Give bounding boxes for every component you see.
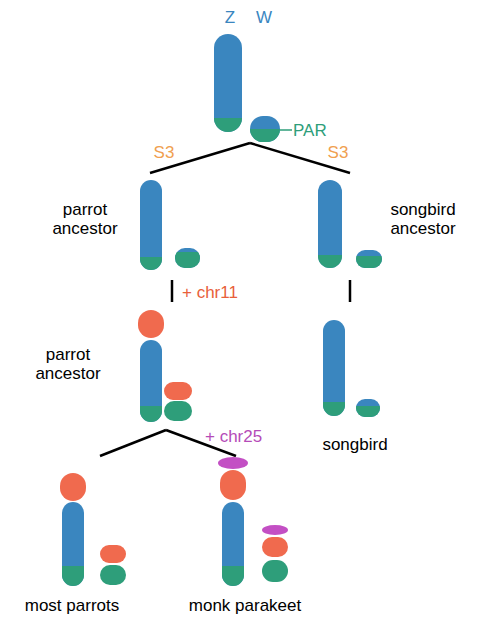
chr11-fusion — [220, 470, 246, 500]
w-chromosome — [100, 565, 126, 585]
tree-lines — [100, 143, 350, 456]
w-chromosome — [262, 560, 288, 582]
w-chromosome — [356, 399, 380, 417]
z-chromosome — [140, 340, 162, 422]
w-chromosome — [250, 116, 280, 142]
z-chromosome — [214, 34, 242, 132]
lineage-label: parrot ancestor — [28, 345, 108, 383]
chr11-fusion — [262, 537, 288, 557]
chromosome-name: W — [249, 8, 279, 27]
chr11-fusion — [100, 545, 126, 563]
z-chromosome — [140, 180, 162, 270]
chr11-fusion — [60, 473, 86, 501]
z-chromosome — [318, 180, 342, 268]
w-chromosome — [356, 250, 382, 268]
w-chromosome — [164, 401, 192, 421]
chr11-fusion — [164, 382, 192, 400]
fusion-label: + chr25 — [205, 427, 285, 446]
z-chromosome — [323, 320, 345, 416]
lineage-label: songbird — [310, 435, 400, 454]
chromosome-name: Z — [215, 8, 245, 27]
fusion-label: + chr11 — [182, 283, 262, 302]
lineage-label: most parrots — [10, 596, 134, 615]
chr25-fusion — [218, 457, 248, 469]
z-chromosome — [222, 502, 244, 586]
lineage-label: monk parakeet — [178, 596, 312, 615]
region-name: PAR — [293, 121, 343, 140]
w-chromosome — [175, 248, 200, 268]
lineage-label: parrot ancestor — [45, 200, 125, 238]
lineage-label: songbird ancestor — [377, 200, 469, 238]
stratum-label: S3 — [142, 143, 186, 162]
chr25-fusion — [262, 525, 288, 535]
chr11-fusion — [138, 310, 164, 338]
par-leader — [280, 129, 292, 131]
stratum-label: S3 — [316, 143, 360, 162]
z-chromosome — [62, 502, 84, 586]
